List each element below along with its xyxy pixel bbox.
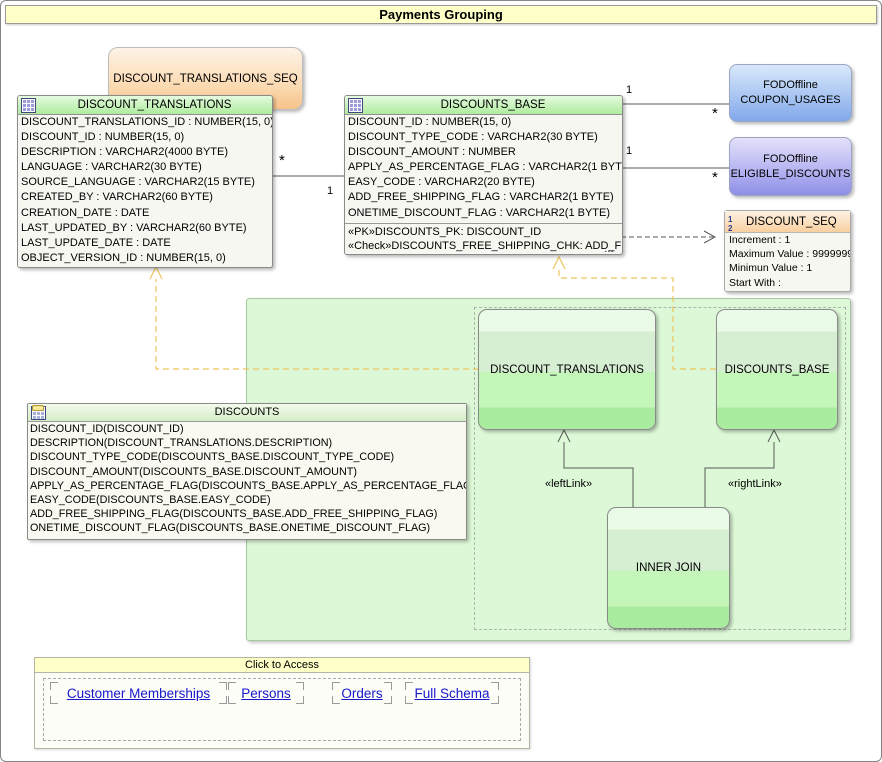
access-panel-dashed-area [43,678,521,741]
table-discounts-base[interactable]: DISCOUNTS_BASE DISCOUNT_ID : NUMBER(15, … [344,95,623,255]
column-row: EASY_CODE : VARCHAR2(20 BYTE) [348,176,535,189]
left-link-stereotype: «leftLink» [545,478,593,490]
column-row: LAST_UPDATE_DATE : DATE [21,236,171,249]
view-title: DISCOUNTS [214,406,280,418]
external-table-eligible-discounts[interactable]: FODOffline ELIGIBLE_DISCOUNTS [729,137,852,196]
multiplicity-base-coupon: 1 [626,84,633,96]
page-title: Payments Grouping [5,5,877,24]
column-row: CREATION_DATE : DATE [21,206,150,219]
table-columns: DISCOUNT_ID : NUMBER(15, 0) DISCOUNT_TYP… [345,115,622,221]
view-discounts[interactable]: DISCOUNTS DISCOUNT_ID(DISCOUNT_ID) DESCR… [27,403,467,540]
sequence-property: Increment : 1 [729,234,791,246]
column-row: DISCOUNT_AMOUNT : NUMBER [348,146,516,159]
inner-join-node[interactable]: INNER JOIN [607,507,730,629]
table-discount-translations[interactable]: DISCOUNT_TRANSLATIONS DISCOUNT_TRANSLATI… [17,95,273,268]
table-title: DISCOUNTS_BASE [440,99,546,111]
view-column-row: APPLY_AS_PERCENTAGE_FLAG(DISCOUNTS_BASE.… [30,479,466,492]
table-icon [21,97,36,113]
key-row: «PK»DISCOUNTS_PK: DISCOUNT_ID [348,225,542,238]
view-column-row: ADD_FREE_SHIPPING_FLAG(DISCOUNTS_BASE.AD… [30,508,438,521]
column-row: SOURCE_LANGUAGE : VARCHAR2(15 BYTE) [21,176,255,189]
query-usage-label: DISCOUNTS_BASE [724,363,830,376]
key-row: «Check»DISCOUNTS_FREE_SHIPPING_CHK: ADD_… [348,240,622,253]
column-row: DISCOUNT_TYPE_CODE : VARCHAR2(30 BYTE) [348,131,598,144]
multiplicity-base-eligible: 1 [626,145,633,157]
sequence-discount-seq[interactable]: 1 2 DISCOUNT_SEQ Increment : 1 Maximum V… [724,210,851,292]
column-row: DISCOUNT_TRANSLATIONS_ID : NUMBER(15, 0) [21,116,272,128]
link-slot-orders: Orders [332,682,392,704]
table-icon [348,97,363,113]
view-column-row: ONETIME_DISCOUNT_FLAG(DISCOUNTS_BASE.ONE… [30,522,431,535]
sequence-header: 1 2 DISCOUNT_SEQ [725,211,850,233]
sequence-title: DISCOUNT_SEQ [746,215,837,228]
sequence-property: Maximum Value : 9999999 [729,248,850,261]
arrowhead-discount-seq [703,230,717,244]
table-columns: DISCOUNT_TRANSLATIONS_ID : NUMBER(15, 0)… [18,115,272,266]
sequence-property: Start With : [729,276,781,289]
table-title: DISCOUNT_TRANSLATIONS [77,99,232,111]
column-row: ADD_FREE_SHIPPING_FLAG : VARCHAR2(1 BYTE… [348,191,614,204]
column-row: LANGUAGE : VARCHAR2(30 BYTE) [21,161,202,174]
query-usage-label: DISCOUNT_TRANSLATIONS [490,363,644,376]
view-column-row: DESCRIPTION(DISCOUNT_TRANSLATIONS.DESCRI… [30,437,333,450]
view-column-row: EASY_CODE(DISCOUNTS_BASE.EASY_CODE) [30,493,271,506]
link-slot-persons: Persons [228,682,304,704]
sequence-properties: Increment : 1 Maximum Value : 9999999 Mi… [725,233,850,290]
view-header: DISCOUNTS [28,404,466,422]
sequence-label: DISCOUNT_TRANSLATIONS_SEQ [113,72,298,85]
table-header: DISCOUNTS_BASE [345,96,622,115]
view-columns: DISCOUNT_ID(DISCOUNT_ID) DESCRIPTION(DIS… [28,422,466,536]
multiplicity-near-translations: * [279,152,285,169]
table-header: DISCOUNT_TRANSLATIONS [18,96,272,115]
view-column-row: DISCOUNT_ID(DISCOUNT_ID) [30,423,184,435]
join-label: INNER JOIN [635,562,702,574]
multiplicity-near-coupon: * [712,105,718,122]
query-usage-discount-translations[interactable]: DISCOUNT_TRANSLATIONS [478,309,656,430]
column-row: LAST_UPDATED_BY : VARCHAR2(60 BYTE) [21,221,247,234]
view-column-row: DISCOUNT_TYPE_CODE(DISCOUNTS_BASE.DISCOU… [30,451,395,464]
multiplicity-near-base: 1 [327,185,334,197]
external-schema-label: FODOffline [763,79,818,91]
column-row: DISCOUNT_ID : NUMBER(15, 0) [348,116,512,128]
column-row: DESCRIPTION : VARCHAR2(4000 BYTE) [21,146,229,159]
link-slot-customer-memberships: Customer Memberships [50,682,227,704]
column-row: OBJECT_VERSION_ID : NUMBER(15, 0) [21,251,226,264]
link-customer-memberships[interactable]: Customer Memberships [66,685,211,701]
link-slot-full-schema: Full Schema [405,682,499,704]
column-row: ONETIME_DISCOUNT_FLAG : VARCHAR2(1 BYTE) [348,206,611,219]
click-to-access-panel: Click to Access Customer Memberships Per… [34,657,530,749]
column-row: CREATED_BY : VARCHAR2(60 BYTE) [21,191,213,204]
column-row: APPLY_AS_PERCENTAGE_FLAG : VARCHAR2(1 BY… [348,161,622,174]
external-schema-label: FODOffline [763,152,818,165]
truncation-ellipsis: … [604,244,614,255]
sequence-property: Minimun Value : 1 [729,262,813,275]
query-usage-discounts-base[interactable]: DISCOUNTS_BASE [716,309,838,430]
link-full-schema[interactable]: Full Schema [414,685,490,701]
link-persons[interactable]: Persons [241,685,291,701]
table-keys: «PK»DISCOUNTS_PK: DISCOUNT_ID «Check»DIS… [345,225,622,254]
view-column-row: DISCOUNT_AMOUNT(DISCOUNTS_BASE.DISCOUNT_… [30,465,357,478]
arrowhead-base [552,255,566,270]
key-section-divider [345,222,622,224]
sequence-icon: 1 2 [728,214,735,233]
external-table-name: ELIGIBLE_DISCOUNTS [730,167,851,180]
column-row: DISCOUNT_ID : NUMBER(15, 0) [21,131,185,144]
view-icon [31,405,46,420]
arrowhead-translations [149,265,163,280]
right-link-stereotype: «rightLink» [728,478,782,490]
access-panel-title: Click to Access [35,658,529,673]
external-table-name: COUPON_USAGES [740,94,841,106]
link-orders[interactable]: Orders [341,685,383,701]
external-table-coupon-usages[interactable]: FODOffline COUPON_USAGES [729,64,852,122]
multiplicity-near-eligible: * [712,169,718,186]
